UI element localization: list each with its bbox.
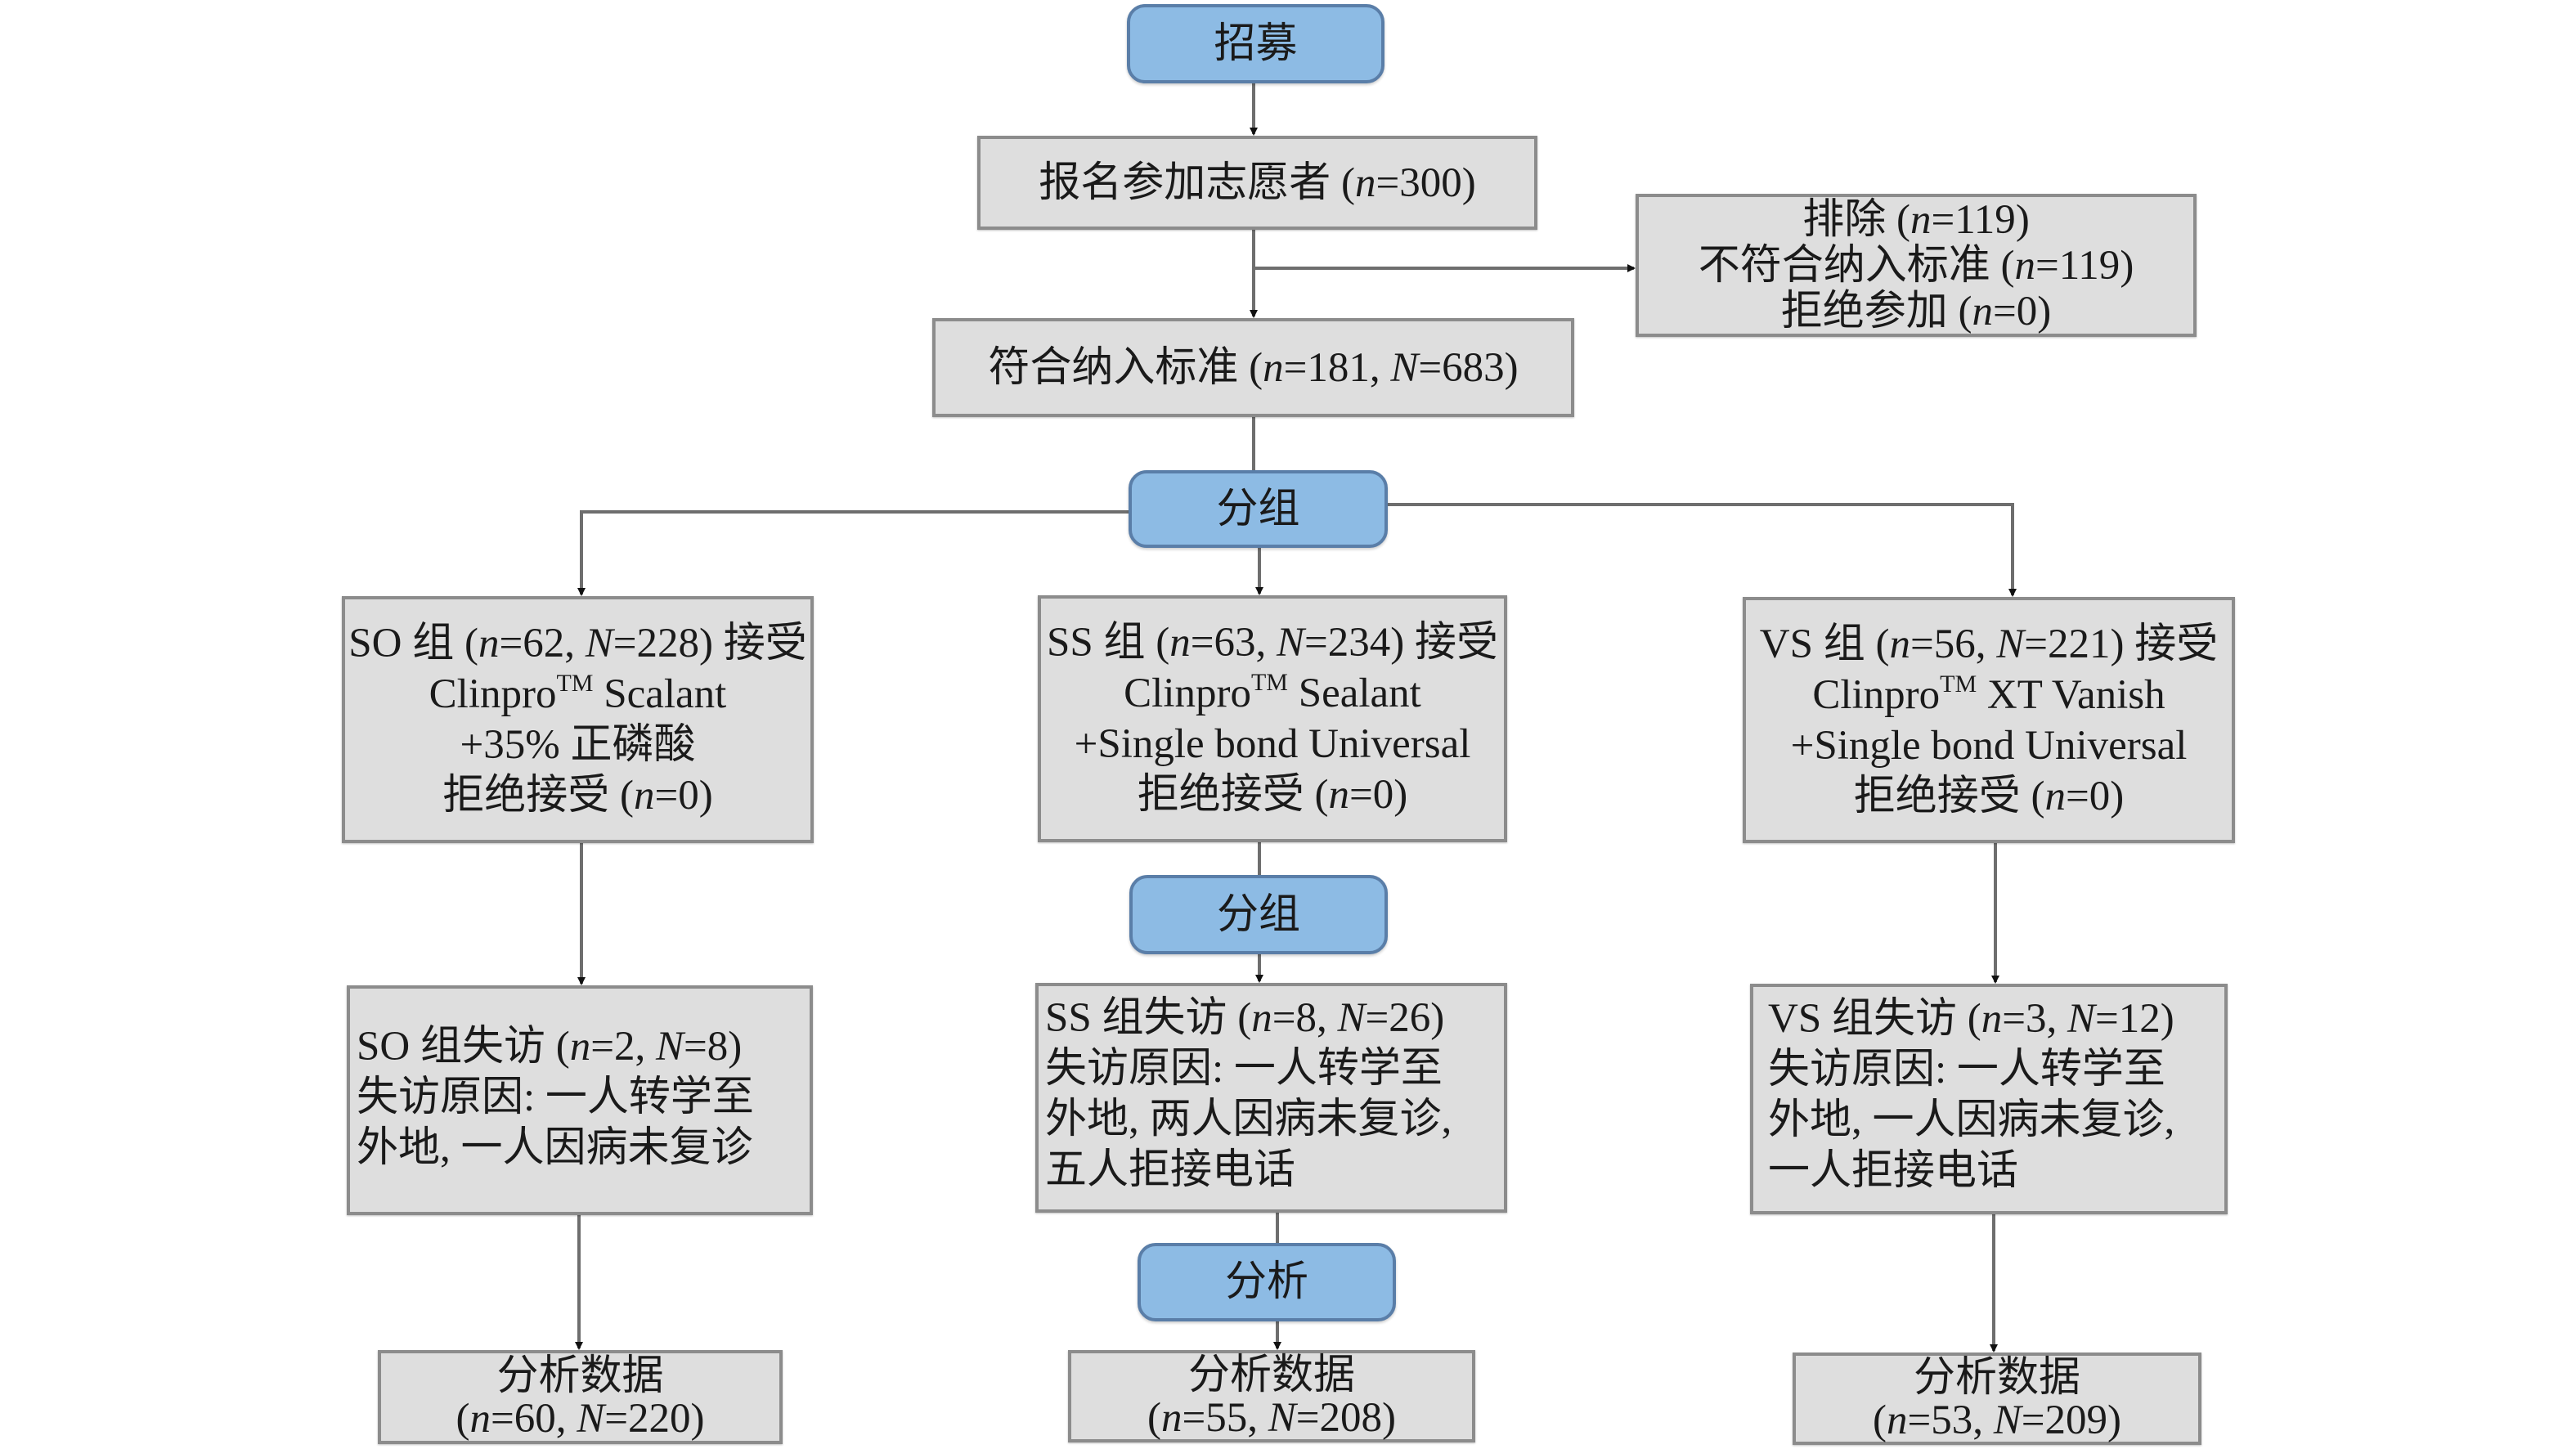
- eligible-box: 符合纳入标准 (n=181, N=683): [932, 318, 1574, 417]
- analysed-ss-label: 分析数据: [1187, 1352, 1355, 1398]
- stage-randomize-2: 分组: [1129, 875, 1388, 954]
- excluded-reason-criteria: 不符合纳入标准 (n=119): [1698, 242, 2134, 289]
- allocation-vs-header: VS 组 (n=56, N=221) 接受: [1759, 621, 2219, 667]
- stage-randomize-2-label: 分组: [1216, 891, 1300, 938]
- analysed-vs-counts: (n=53, N=209): [1872, 1397, 2122, 1443]
- analysed-vs-label: 分析数据: [1913, 1354, 2080, 1401]
- stage-analysis-label: 分析: [1224, 1259, 1308, 1305]
- excluded-reason-declined: 拒绝参加 (n=0): [1780, 288, 2052, 334]
- allocation-so-addition: +35% 正磷酸: [460, 722, 696, 768]
- allocation-box-so: SO 组 (n=62, N=228) 接受 ClinproTM Scalant …: [342, 596, 814, 843]
- allocation-box-vs: VS 组 (n=56, N=221) 接受 ClinproTM XT Vanis…: [1743, 597, 2235, 843]
- lost-so-reason-1: 失访原因: 一人转学至: [357, 1074, 754, 1120]
- arrow-randomize-to-so: [577, 510, 1129, 596]
- allocation-ss-addition: +Single bond Universal: [1074, 721, 1471, 767]
- allocation-so-header: SO 组 (n=62, N=228) 接受: [348, 621, 807, 666]
- excluded-total: 排除 (n=119): [1802, 196, 2030, 243]
- lost-so-reason-2: 外地, 一人因病未复诊: [357, 1125, 753, 1171]
- lost-vs-reason-1: 失访原因: 一人转学至: [1768, 1047, 2165, 1092]
- stage-recruit: 招募: [1127, 4, 1384, 83]
- eligible-text: 符合纳入标准 (n=181, N=683): [988, 344, 1519, 391]
- lost-ss-reason-1: 失访原因: 一人转学至: [1045, 1046, 1443, 1092]
- allocation-box-ss: SS 组 (n=63, N=234) 接受 ClinproTM Sealant …: [1038, 595, 1507, 842]
- lost-vs-reason-3: 一人拒接电话: [1768, 1148, 2019, 1194]
- allocation-vs-refused: 拒绝接受 (n=0): [1853, 773, 2125, 819]
- allocation-vs-addition: +Single bond Universal: [1790, 722, 2188, 769]
- allocation-ss-refused: 拒绝接受 (n=0): [1137, 772, 1408, 818]
- stage-analysis: 分析: [1138, 1243, 1396, 1321]
- excluded-box: 排除 (n=119) 不符合纳入标准 (n=119) 拒绝参加 (n=0): [1636, 194, 2197, 337]
- allocation-so-product: ClinproTM Scalant: [429, 670, 727, 718]
- analysed-so-label: 分析数据: [496, 1353, 664, 1399]
- lost-ss-header: SS 组失访 (n=8, N=26): [1045, 995, 1445, 1041]
- analysed-box-so: 分析数据 (n=60, N=220): [378, 1350, 783, 1444]
- volunteers-text: 报名参加志愿者 (n=300): [1039, 159, 1476, 206]
- volunteers-box: 报名参加志愿者 (n=300): [977, 136, 1537, 230]
- analysed-box-ss: 分析数据 (n=55, N=208): [1068, 1350, 1475, 1442]
- lost-ss-reason-2: 外地, 两人因病未复诊,: [1045, 1097, 1452, 1142]
- allocation-ss-product: ClinproTM Sealant: [1124, 669, 1421, 717]
- allocation-so-refused: 拒绝接受 (n=0): [442, 773, 713, 819]
- lost-so-header: SO 组失访 (n=2, N=8): [357, 1024, 743, 1070]
- arrow-randomize-to-vs: [1388, 503, 2017, 597]
- analysed-box-vs: 分析数据 (n=53, N=209): [1793, 1353, 2201, 1445]
- stage-recruit-label: 招募: [1214, 20, 1298, 67]
- lost-box-so: SO 组失访 (n=2, N=8) 失访原因: 一人转学至 外地, 一人因病未复…: [347, 985, 813, 1215]
- lost-vs-header: VS 组失访 (n=3, N=12): [1768, 996, 2174, 1042]
- analysed-so-counts: (n=60, N=220): [456, 1395, 705, 1442]
- lost-box-ss: SS 组失访 (n=8, N=26) 失访原因: 一人转学至 外地, 两人因病未…: [1035, 983, 1507, 1213]
- lost-ss-reason-3: 五人拒接电话: [1045, 1147, 1296, 1193]
- analysed-ss-counts: (n=55, N=208): [1147, 1394, 1397, 1441]
- allocation-ss-header: SS 组 (n=63, N=234) 接受: [1046, 620, 1499, 666]
- stage-randomize: 分组: [1129, 470, 1388, 548]
- stage-randomize-label: 分组: [1216, 486, 1300, 532]
- lost-box-vs: VS 组失访 (n=3, N=12) 失访原因: 一人转学至 外地, 一人因病未…: [1750, 984, 2228, 1214]
- lost-vs-reason-2: 外地, 一人因病未复诊,: [1768, 1097, 2175, 1143]
- allocation-vs-product: ClinproTM XT Vanish: [1812, 670, 2165, 718]
